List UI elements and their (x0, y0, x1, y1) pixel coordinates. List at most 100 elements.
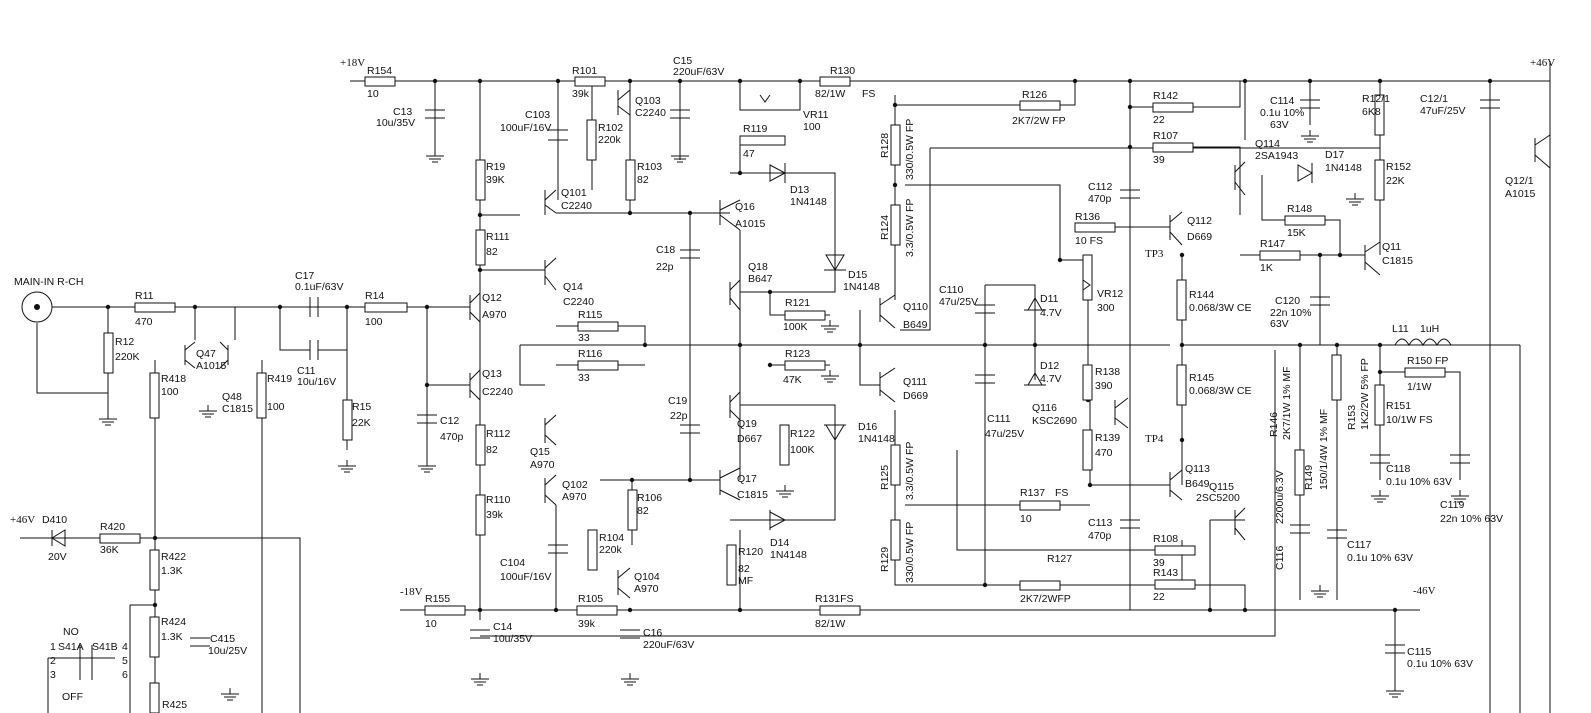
label-c112: C112 (1088, 181, 1112, 193)
value-d11: 4.7V (1040, 307, 1062, 319)
value-q16: A1015 (735, 218, 766, 230)
value-c12-1: 47uF/25V (1420, 105, 1466, 117)
wire-junction (737, 170, 743, 176)
value-q12-1: A1015 (1505, 188, 1536, 200)
diodes (51, 163, 1314, 547)
wire-junction (857, 342, 863, 348)
wire-junction (477, 212, 483, 218)
wire-junction (687, 210, 693, 216)
label-c115: C115 (1407, 646, 1431, 658)
wire-junction (555, 78, 561, 84)
wire-junction (1127, 78, 1133, 84)
rail-plus-46v-left: +46V (10, 514, 35, 526)
label-r121: R121 (785, 297, 810, 309)
value-r138: 390 (1095, 380, 1113, 392)
wire-junction (424, 382, 430, 388)
value-r139: 470 (1095, 447, 1113, 459)
value-r148: 15K (1287, 227, 1306, 239)
label-d15: D15 (848, 269, 867, 281)
wire-junction (1179, 437, 1185, 443)
value-r112: 82 (486, 444, 498, 456)
label-c16: C16 (643, 627, 662, 639)
resistors (99, 76, 1446, 713)
value-c16: 220uF/63V (643, 639, 694, 651)
value-r107: 39 (1153, 154, 1165, 166)
label-c113: C113 (1088, 517, 1112, 529)
label-r112: R112 (486, 428, 510, 440)
label-r145: R145 (1189, 372, 1214, 384)
value-c12: 470p (440, 431, 464, 443)
wire-junction (105, 304, 111, 310)
wire-junction (1317, 252, 1323, 258)
label-c12-1: C12/1 (1420, 93, 1448, 105)
transistors (184, 89, 1551, 599)
label-r131: R131FS (815, 593, 854, 605)
value2-c114: 63V (1270, 119, 1289, 131)
value-r147: 1K (1260, 262, 1273, 274)
value-r151: 10/1W FS (1386, 414, 1433, 426)
value-r155: 10 (425, 618, 437, 630)
label-r151: R151 (1386, 400, 1411, 412)
label-d14: D14 (770, 537, 789, 549)
label-r12-1: R12/1 (1362, 93, 1390, 105)
label-r422: R422 (161, 551, 186, 563)
wire-junction (432, 78, 438, 84)
component-labels: +18V -18V +46V +46V -46V MAIN-IN R-CH R1… (10, 55, 1555, 711)
value-q113: B649 (1185, 478, 1210, 490)
value-r146: 2K7/1W 1% MF (1281, 366, 1293, 440)
label-r136: R136 (1075, 211, 1100, 223)
value-vr11: 100 (803, 121, 821, 133)
wire-junction (677, 78, 683, 84)
rail-plus-18v: +18V (340, 57, 365, 69)
label-r124: R124 (879, 215, 891, 240)
value-r106: 82 (637, 505, 649, 517)
wire-junction (1242, 607, 1248, 613)
label-vr12: VR12 (1097, 288, 1123, 300)
label-r130: R130 (830, 65, 855, 77)
value-r11: 470 (135, 316, 153, 328)
label-q115: Q115 (1209, 481, 1234, 493)
label-r106: R106 (637, 492, 662, 504)
wire-junction (1179, 252, 1185, 258)
label-r137: R137 (1020, 487, 1045, 499)
value-r150: 1/1W (1407, 381, 1432, 393)
label-d12: D12 (1040, 360, 1059, 372)
wire-junction (767, 289, 773, 295)
switch-label-off: OFF (62, 691, 83, 703)
ground-symbols (98, 129, 1470, 701)
label-r142: R142 (1153, 90, 1178, 102)
rail-minus-18v: -18V (400, 586, 423, 598)
value-r111: 82 (486, 246, 498, 258)
label-c415: C415 (210, 633, 235, 645)
value-q48: C1815 (222, 403, 253, 415)
label-r420: R420 (100, 521, 125, 533)
value-q103: C2240 (635, 107, 666, 119)
label-r119: R119 (743, 123, 767, 135)
wire-junction (892, 182, 898, 188)
wire-junction (152, 535, 158, 541)
label-c120: C120 (1275, 295, 1300, 307)
label-c14: C14 (493, 621, 512, 633)
fs-r130: FS (862, 88, 875, 100)
value-c115: 0.1u 10% 63V (1407, 658, 1473, 670)
label-r147: R147 (1260, 238, 1285, 250)
label-q17: Q17 (737, 473, 757, 485)
label-q104: Q104 (634, 571, 660, 583)
wire-junction (737, 342, 743, 348)
value-r129: 330/0.5W FP (904, 522, 916, 583)
wire-junction (982, 582, 988, 588)
wire-junction (797, 78, 803, 84)
label-q114: Q114 (1255, 138, 1280, 150)
value-d17: 1N4148 (1325, 162, 1362, 174)
switch-pin-3: 3 (50, 669, 56, 681)
switch-pin-5: 5 (122, 655, 128, 667)
value-r126: 2K7/2W FP (1012, 115, 1066, 127)
label-r153: R153 (1346, 405, 1358, 430)
value-c112: 470p (1088, 193, 1112, 205)
wire-junction (1487, 78, 1493, 84)
wire-junction (642, 342, 648, 348)
label-r138: R138 (1095, 366, 1120, 378)
label-r104: R104 (599, 532, 624, 544)
value-r424: 1.3K (161, 631, 183, 643)
label-c12: C12 (440, 415, 459, 427)
